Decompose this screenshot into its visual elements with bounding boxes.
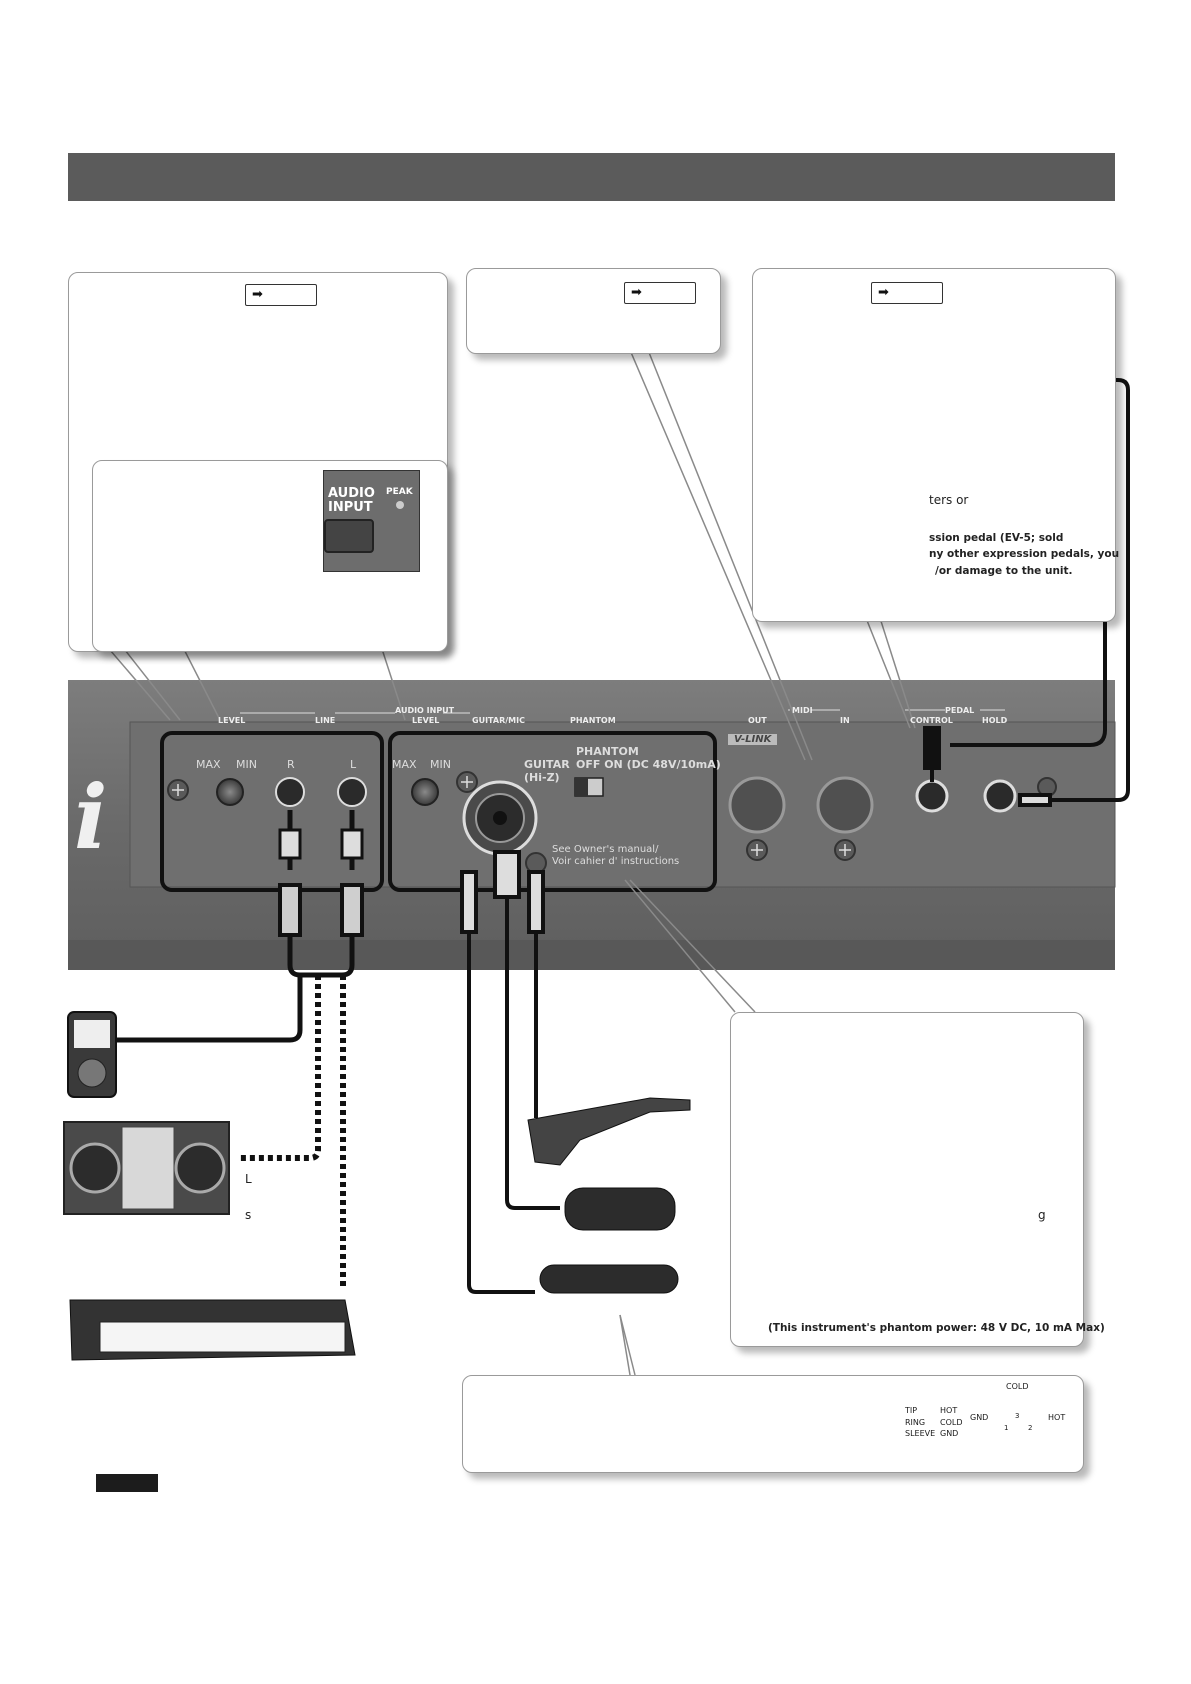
midi-out-label: OUT — [748, 716, 767, 725]
arrow-right-icon: ➡ — [631, 285, 642, 300]
phantom-panel-label: PHANTOM — [576, 745, 639, 758]
stereo-fragment-s: s — [245, 1208, 252, 1222]
xlr-pin3-label: 3 — [1015, 1412, 1020, 1420]
peak-led — [396, 501, 404, 509]
hiz-label: (Hi-Z) — [524, 771, 560, 784]
phantom-section-label: PHANTOM — [570, 716, 616, 725]
page-ref-box-line: ➡ — [245, 284, 317, 306]
xlr-cold-label: COLD — [1006, 1382, 1029, 1391]
logo-letter: i — [74, 765, 107, 869]
jack-hot-label: HOT — [940, 1406, 958, 1415]
callout-guitar-mic — [730, 1012, 1084, 1347]
gm-level-label: LEVEL — [412, 716, 440, 725]
vlink-logo: V-LINK — [728, 734, 778, 745]
line-label: LINE — [315, 716, 336, 725]
pedal-note-line4: /or damage to the unit. — [935, 565, 1073, 577]
xlr-pin2-label: 2 — [1028, 1424, 1033, 1432]
jack-gnd-label: GND — [940, 1429, 959, 1438]
midi-in-label: IN — [840, 716, 850, 725]
gm-level-knob — [411, 778, 439, 806]
stereo-fragment-l: L — [245, 1172, 252, 1186]
page-ref-box-midi: ➡ — [624, 282, 696, 304]
guitar-fragment-text: g — [1038, 1208, 1046, 1222]
gm-max-label: MAX — [392, 758, 417, 771]
pedal-note-line2: ssion pedal (EV-5; sold — [929, 532, 1064, 544]
audio-input-title: AUDIO INPUT — [395, 706, 455, 715]
audio-input-label: AUDIO INPUT — [328, 486, 375, 515]
audio-input-group-outline — [388, 731, 717, 892]
pedal-jacks — [915, 779, 1017, 813]
callout-jack-wiring — [462, 1375, 1084, 1473]
jack-ring-label: RING — [905, 1418, 926, 1427]
phantom-power-note: (This instrument's phantom power: 48 V D… — [768, 1322, 1105, 1334]
section-header-bar — [68, 153, 1115, 201]
callout-midi — [466, 268, 721, 354]
guitar-label: GUITAR — [524, 758, 570, 771]
manual-note-1: See Owner's manual/ — [552, 844, 659, 855]
line-min-label: MIN — [236, 758, 257, 771]
rca-jacks — [275, 777, 367, 807]
phantom-off-on-label: OFF ON (DC 48V/10mA) — [576, 758, 721, 771]
jack-tip-label: TIP — [905, 1406, 918, 1415]
pedal-title: PEDAL — [945, 706, 975, 715]
line-level-label: LEVEL — [218, 716, 246, 725]
peak-label: PEAK — [386, 487, 413, 497]
arrow-right-icon: ➡ — [252, 287, 263, 302]
guitar-mic-cables — [460, 850, 560, 1294]
midi-title: MIDI — [792, 706, 813, 715]
audio-input-button-image: AUDIO INPUT PEAK — [323, 470, 420, 572]
line-max-label: MAX — [196, 758, 221, 771]
callout-pedal — [752, 268, 1116, 622]
pedal-hold-label: HOLD — [982, 716, 1008, 725]
line-l-label: L — [350, 758, 357, 771]
panel-bottom-strip — [68, 940, 1115, 970]
xlr-gnd-label: GND — [970, 1413, 989, 1422]
xlr-hot-label: HOT — [1048, 1413, 1066, 1422]
page-ref-box-pedal: ➡ — [871, 282, 943, 304]
arrow-right-icon: ➡ — [878, 285, 889, 300]
line-level-knob — [216, 778, 244, 806]
pedal-control-label: CONTROL — [910, 716, 953, 725]
device-images — [63, 1011, 691, 1361]
manual-note-2: Voir cahier d' instructions — [552, 856, 680, 867]
dotted-cable-stereo — [238, 975, 321, 1161]
line-r-label: R — [287, 758, 295, 771]
note-tab — [96, 1474, 158, 1492]
audio-input-button — [324, 519, 374, 553]
gm-min-label: MIN — [430, 758, 451, 771]
pedal-note-line1: ters or — [929, 493, 969, 507]
xlr-pin1-label: 1 — [1004, 1424, 1009, 1432]
jack-cold-label: COLD — [940, 1418, 963, 1427]
pedal-note-line3: ny other expression pedals, you — [929, 548, 1120, 560]
jack-sleeve-label: SLEEVE — [905, 1429, 936, 1438]
guitar-mic-label: GUITAR/MIC — [472, 716, 525, 725]
midi-jacks — [728, 776, 874, 834]
callout-pointers — [109, 349, 916, 1376]
line-group-outline — [160, 731, 384, 892]
